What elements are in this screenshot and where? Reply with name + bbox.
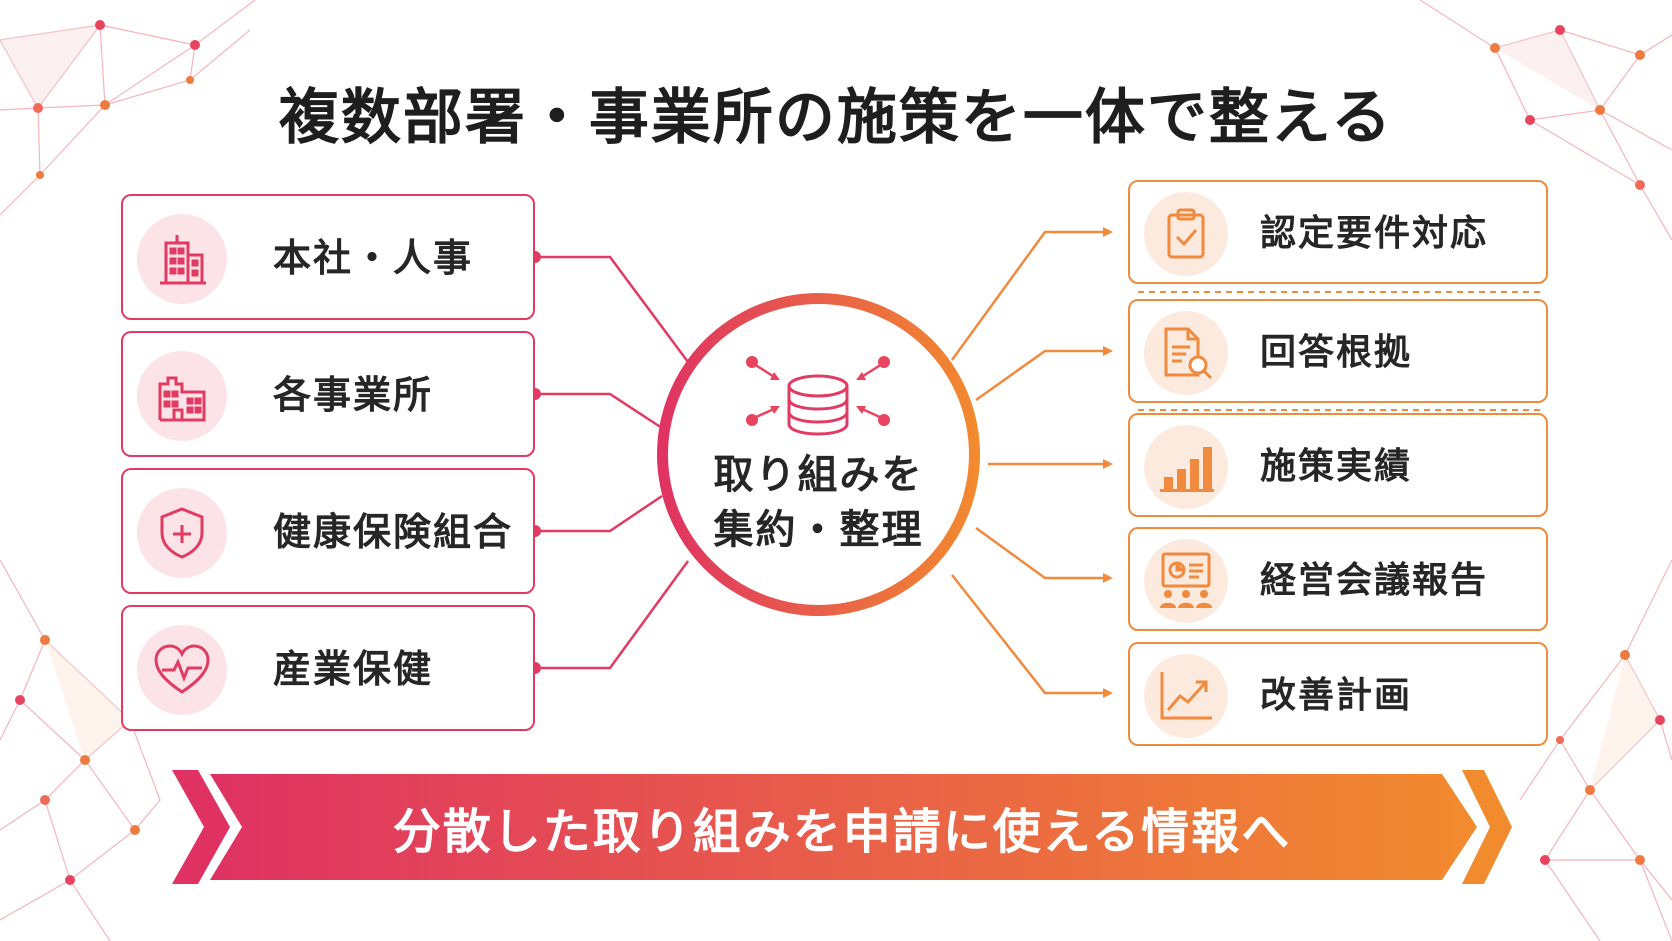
source-box-headquarters: 本社・人事 (121, 194, 535, 320)
office-building-icon (137, 214, 227, 304)
source-box-health-insurance: 健康保険組合 (121, 468, 535, 594)
presentation-icon (1144, 539, 1228, 623)
heart-pulse-icon (137, 625, 227, 715)
output-label: 施策実績 (1260, 446, 1413, 487)
source-label: 各事業所 (273, 373, 434, 417)
source-label: 健康保険組合 (273, 510, 514, 554)
output-label: 経営会議報告 (1260, 560, 1489, 601)
document-search-icon (1144, 311, 1228, 395)
factory-icon (137, 351, 227, 441)
source-box-occupational-health: 産業保健 (121, 605, 535, 731)
output-label: 改善計画 (1260, 675, 1413, 716)
source-label: 産業保健 (273, 647, 434, 691)
banner-arrow-shape (172, 770, 1512, 884)
hub-label-line1: 取り組みを (713, 452, 924, 498)
source-label: 本社・人事 (273, 236, 474, 280)
trend-up-icon (1144, 654, 1228, 738)
clipboard-check-icon (1144, 192, 1228, 276)
central-hub: 取り組みを 集約・整理 (657, 293, 980, 616)
output-label: 回答根拠 (1260, 332, 1413, 373)
output-connectors (950, 227, 1113, 698)
output-box-evidence: 回答根拠 (1128, 299, 1548, 403)
output-box-improvement-plan: 改善計画 (1128, 642, 1548, 746)
output-label: 認定要件対応 (1260, 213, 1489, 254)
source-connectors (535, 255, 690, 670)
source-box-sites: 各事業所 (121, 331, 535, 457)
banner-message: 分散した取り組みを申請に使える情報へ (392, 804, 1292, 860)
bar-chart-icon (1144, 425, 1228, 509)
shield-cross-icon (137, 488, 227, 578)
output-box-requirements: 認定要件対応 (1128, 180, 1548, 284)
database-merge-icon (738, 352, 898, 446)
page-title: 複数部署・事業所の施策を一体で整える (278, 83, 1394, 153)
output-box-board-report: 経営会議報告 (1128, 527, 1548, 631)
conclusion-banner: 分散した取り組みを申請に使える情報へ (172, 770, 1512, 884)
output-box-results: 施策実績 (1128, 413, 1548, 517)
hub-label-line2: 集約・整理 (713, 507, 924, 553)
